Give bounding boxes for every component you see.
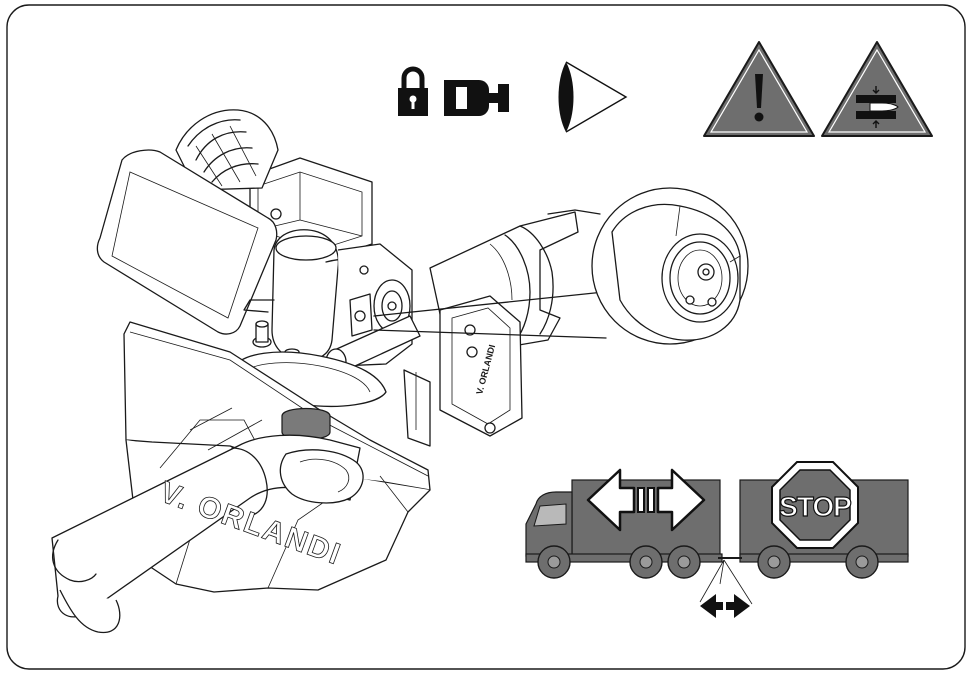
truck-wheel-rear-2 bbox=[667, 545, 701, 579]
general-warning-icon bbox=[703, 41, 815, 137]
truck-trailer-diagram: STOP bbox=[525, 461, 909, 618]
stop-sign-icon: STOP bbox=[771, 461, 859, 549]
coupling-jaw-icon bbox=[444, 80, 509, 116]
trailer-wheel-rear bbox=[845, 545, 879, 579]
truck-cargo-box bbox=[571, 479, 721, 557]
bolt-left bbox=[252, 320, 272, 348]
truck-wheel-front bbox=[537, 545, 571, 579]
bidirectional-arrow-icon bbox=[586, 468, 706, 532]
coupling-slack-arrow-icon bbox=[699, 559, 753, 618]
padlock-icon bbox=[398, 66, 428, 116]
towing-coupling-drawing: V. ORLANDI bbox=[51, 109, 601, 634]
inspect-eye-icon bbox=[558, 61, 628, 133]
trailer-wheel-front bbox=[757, 545, 791, 579]
frame-border bbox=[6, 4, 966, 670]
truck-wheel-rear-1 bbox=[629, 545, 663, 579]
hand-crush-warning-icon bbox=[821, 41, 933, 137]
detail-callout bbox=[373, 187, 749, 345]
stop-sign-label: STOP bbox=[779, 491, 851, 522]
